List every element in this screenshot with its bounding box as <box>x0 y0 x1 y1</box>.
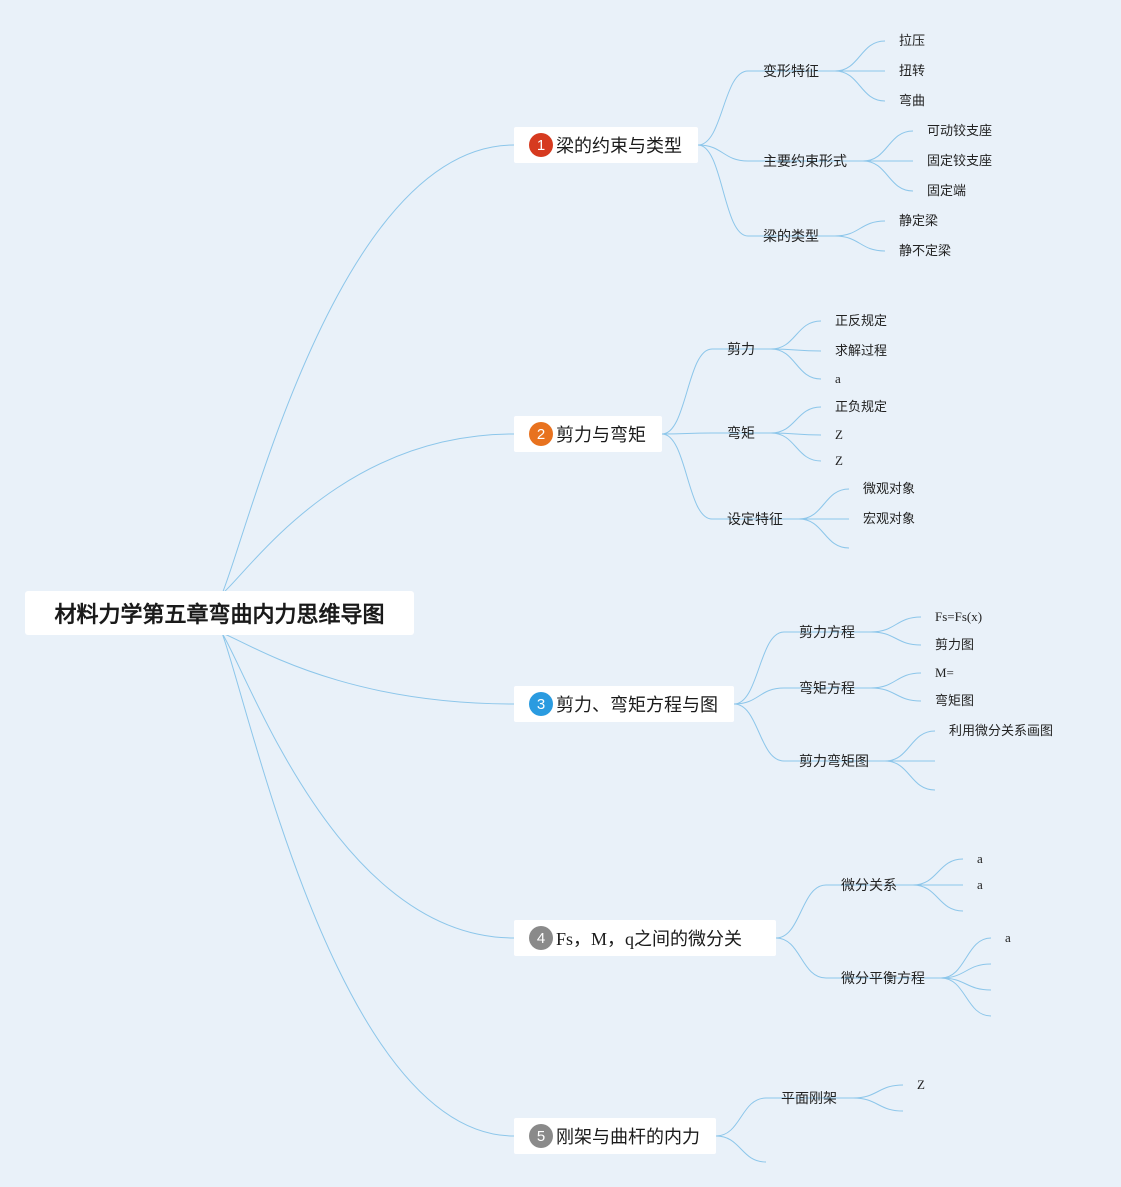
link-leaf-1-3-1 <box>834 220 886 237</box>
link-branch-5-empty-child <box>715 1135 767 1163</box>
link-leaf-2-1-3 <box>770 348 822 380</box>
node-shear-force[interactable]: 剪力 <box>727 341 755 357</box>
leaf-differential-drawing[interactable]: 利用微分关系画图 <box>949 723 1054 738</box>
link-leaf-3-3-1 <box>884 730 936 762</box>
branch-2-label: 剪力与弯矩 <box>556 425 646 445</box>
branch-1-label: 梁的约束与类型 <box>556 136 682 156</box>
link-leaf-2-2-3 <box>770 432 822 462</box>
leaf-z[interactable]: Z <box>835 453 843 468</box>
leaf-a[interactable]: a <box>977 851 983 866</box>
leaf-micro-object[interactable]: 微观对象 <box>863 481 916 496</box>
link-branch-3-child-3 <box>733 703 785 762</box>
leaf-fixed-end[interactable]: 固定端 <box>927 183 967 198</box>
branch-2-topic[interactable]: 2 剪力与弯矩 <box>514 416 662 452</box>
leaf-z[interactable]: Z <box>835 427 843 442</box>
leaf-statically-determinate[interactable]: 静定梁 <box>899 213 939 228</box>
link-root-branch-2 <box>221 433 515 595</box>
leaf-z[interactable]: Z <box>917 1077 925 1092</box>
node-differential-equilibrium[interactable]: 微分平衡方程 <box>841 970 925 986</box>
badge-5: 5 <box>529 1124 553 1148</box>
link-branch-4-child-1 <box>775 884 827 939</box>
badge-2: 2 <box>529 422 553 446</box>
link-branch-2-child-3 <box>661 433 713 520</box>
link-leaf-3-1-1 <box>870 616 922 633</box>
leaf-solving-process[interactable]: 求解过程 <box>835 343 888 358</box>
node-moment-equation[interactable]: 弯矩方程 <box>799 680 855 696</box>
link-leaf-1-3-2 <box>834 235 886 252</box>
link-leaf-4-1-3 <box>912 884 964 912</box>
link-leaf-4-2-1 <box>940 937 992 979</box>
leaf-sign-rule[interactable]: 正反规定 <box>835 313 888 328</box>
root-topic[interactable]: 材料力学第五章弯曲内力思维导图 <box>25 591 414 635</box>
leaf-statically-indeterminate[interactable]: 静不定梁 <box>899 243 952 258</box>
link-leaf-3-1-2 <box>870 631 922 646</box>
link-leaf-4-2-4 <box>940 977 992 1017</box>
branch-3-topic[interactable]: 3 剪力、弯矩方程与图 <box>514 686 734 722</box>
node-set-features[interactable]: 设定特征 <box>727 511 783 527</box>
leaf-moment-diagram[interactable]: 弯矩图 <box>935 693 975 708</box>
link-leaf-3-2-2 <box>870 687 922 702</box>
link-root-branch-3 <box>221 632 515 705</box>
leaf-torsion[interactable]: 扭转 <box>899 63 926 78</box>
node-constraint-forms[interactable]: 主要约束形式 <box>763 153 847 169</box>
leaf-macro-object[interactable]: 宏观对象 <box>863 511 916 526</box>
link-branch-5-child-1 <box>715 1097 767 1137</box>
branch-3-label: 剪力、弯矩方程与图 <box>556 695 718 715</box>
link-leaf-1-2-1 <box>862 130 914 162</box>
leaf-movable-hinge[interactable]: 可动铰支座 <box>927 123 993 138</box>
badge-4: 4 <box>529 926 553 950</box>
link-branch-4-child-2 <box>775 937 827 979</box>
link-root-branch-4 <box>221 632 515 939</box>
branch-4-topic[interactable]: 4 Fs，M，q之间的微分关 <box>514 920 776 956</box>
node-plane-frame[interactable]: 平面刚架 <box>781 1090 837 1106</box>
link-leaf-1-1-1 <box>834 40 886 72</box>
link-branch-3-child-1 <box>733 631 785 705</box>
link-branch-3-child-2 <box>733 687 785 705</box>
link-leaf-5-1-1 <box>852 1084 904 1099</box>
link-leaf-1-2-3 <box>862 160 914 192</box>
leaf-a[interactable]: a <box>835 371 841 386</box>
branch-4-label: Fs，M，q之间的微分关 <box>556 929 743 949</box>
leaf-shear-diagram[interactable]: 剪力图 <box>935 637 975 652</box>
node-deformation-features[interactable]: 变形特征 <box>763 63 819 79</box>
leaf-m-formula[interactable]: M= <box>935 665 954 680</box>
link-leaf-3-3-3 <box>884 760 936 791</box>
link-leaf-2-2-1 <box>770 406 822 434</box>
node-differential-relation[interactable]: 微分关系 <box>841 877 897 893</box>
root-title: 材料力学第五章弯曲内力思维导图 <box>54 602 385 627</box>
link-leaf-4-2-2 <box>940 963 992 979</box>
link-branch-2-child-1 <box>661 348 713 435</box>
leaf-a[interactable]: a <box>1005 930 1011 945</box>
leaf-fixed-hinge[interactable]: 固定铰支座 <box>927 153 993 168</box>
badge-1: 1 <box>529 133 553 157</box>
node-beam-types[interactable]: 梁的类型 <box>763 228 819 244</box>
link-branch-1-child-2 <box>697 144 749 162</box>
leaf-fs-formula[interactable]: Fs=Fs(x) <box>935 609 983 624</box>
branch-1-topic[interactable]: 1 梁的约束与类型 <box>514 127 698 163</box>
link-leaf-3-2-1 <box>870 672 922 689</box>
link-leaf-1-1-3 <box>834 70 886 102</box>
link-leaf-4-1-1 <box>912 858 964 886</box>
link-leaf-2-3-1 <box>798 488 850 520</box>
link-branch-1-child-1 <box>697 70 749 146</box>
link-branch-2-child-2 <box>661 432 713 435</box>
leaf-moment-sign-rule[interactable]: 正负规定 <box>835 399 888 414</box>
link-leaf-5-1-2 <box>852 1097 904 1112</box>
node-shear-moment-diagram[interactable]: 剪力弯矩图 <box>799 753 869 769</box>
node-shear-equation[interactable]: 剪力方程 <box>799 624 855 640</box>
link-root-branch-5 <box>221 632 515 1137</box>
link-leaf-2-3-3 <box>798 518 850 549</box>
leaf-tension-compression[interactable]: 拉压 <box>899 33 926 48</box>
branch-5-label: 刚架与曲杆的内力 <box>556 1127 700 1147</box>
branch-5-topic[interactable]: 5 刚架与曲杆的内力 <box>514 1118 716 1154</box>
link-leaf-2-1-1 <box>770 320 822 350</box>
link-root-branch-1 <box>221 144 515 595</box>
leaf-bending[interactable]: 弯曲 <box>899 93 926 108</box>
leaf-a[interactable]: a <box>977 877 983 892</box>
badge-3: 3 <box>529 692 553 716</box>
link-branch-1-child-3 <box>697 144 749 237</box>
node-bending-moment[interactable]: 弯矩 <box>727 425 755 441</box>
